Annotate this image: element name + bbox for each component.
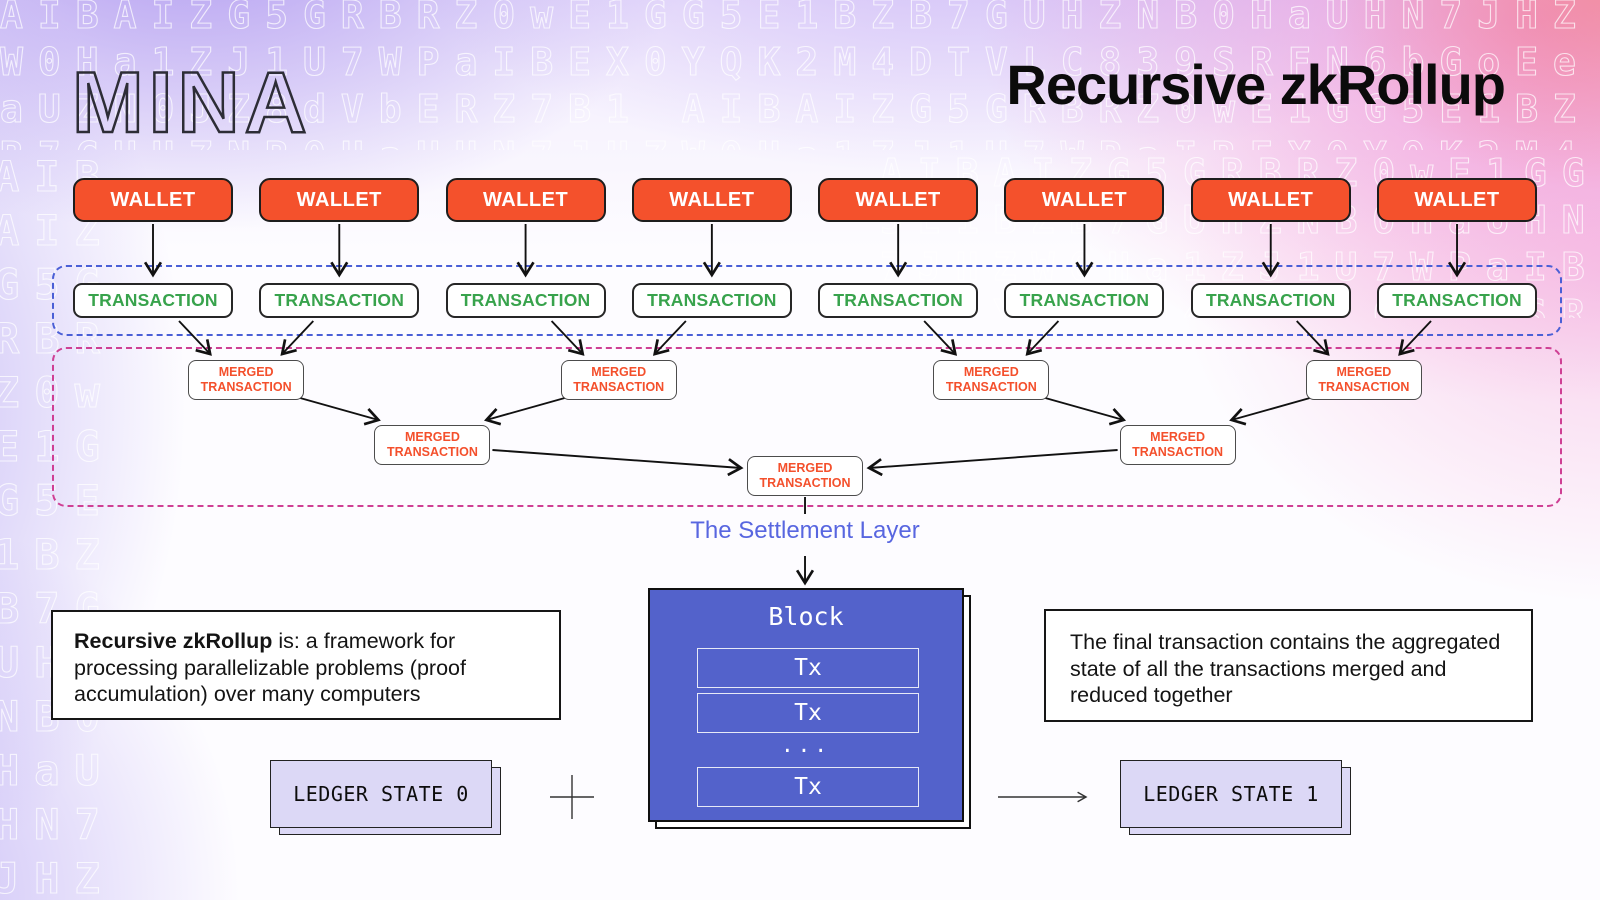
merged-transaction-node: MERGED TRANSACTION <box>374 425 491 465</box>
definition-note-body: is: a framework for processing paralleli… <box>74 629 466 706</box>
merged-transaction-node: MERGED TRANSACTION <box>188 360 305 400</box>
wallet-node: WALLET <box>631 178 792 222</box>
transaction-node: TRANSACTION <box>445 283 606 318</box>
mina-logo: MINA <box>71 54 312 153</box>
wallet-node: WALLET <box>1377 178 1538 222</box>
merged-transaction-node: MERGED TRANSACTION <box>933 360 1050 400</box>
wallet-node: WALLET <box>818 178 979 222</box>
wallet-node: WALLET <box>73 178 233 222</box>
settlement-layer-label: The Settlement Layer <box>690 517 920 544</box>
tx-row: Tx <box>697 693 919 733</box>
transaction-node: TRANSACTION <box>1004 283 1165 318</box>
transaction-layer-boundary <box>52 265 1562 336</box>
definition-note-lead: Recursive zkRollup <box>74 629 273 653</box>
merged-transaction-node: MERGED TRANSACTION <box>747 456 863 496</box>
transaction-node: TRANSACTION <box>1377 283 1538 318</box>
wallet-node: WALLET <box>1004 178 1165 222</box>
transaction-node: TRANSACTION <box>1190 283 1351 318</box>
transaction-node: TRANSACTION <box>631 283 792 318</box>
final-transaction-note: The final transaction contains the aggre… <box>1044 609 1533 722</box>
merged-transaction-node: MERGED TRANSACTION <box>1119 425 1236 465</box>
transaction-node: TRANSACTION <box>259 283 420 318</box>
tx-row: Tx <box>697 648 919 688</box>
transaction-node: TRANSACTION <box>818 283 979 318</box>
merge-layer-boundary <box>52 347 1562 507</box>
page-title: Recursive zkRollup <box>1006 53 1506 116</box>
block-title: Block <box>768 602 844 631</box>
ledger-state0-card: LEDGER STATE 0 <box>270 760 492 828</box>
wallet-node: WALLET <box>445 178 606 222</box>
tx-ellipsis: ... <box>781 733 831 757</box>
mina-logo-text: MINA <box>72 55 312 151</box>
merged-transaction-node: MERGED TRANSACTION <box>1305 360 1422 400</box>
definition-note: Recursive zkRollup is: a framework for p… <box>51 610 561 720</box>
wallet-node: WALLET <box>259 178 420 222</box>
tx-row: Tx <box>697 767 919 807</box>
ledger-state1-card: LEDGER STATE 1 <box>1120 760 1342 828</box>
merged-transaction-node: MERGED TRANSACTION <box>560 360 677 400</box>
wallet-node: WALLET <box>1190 178 1351 222</box>
block-node: Block Tx Tx ... Tx <box>648 588 964 822</box>
transaction-node: TRANSACTION <box>73 283 233 318</box>
